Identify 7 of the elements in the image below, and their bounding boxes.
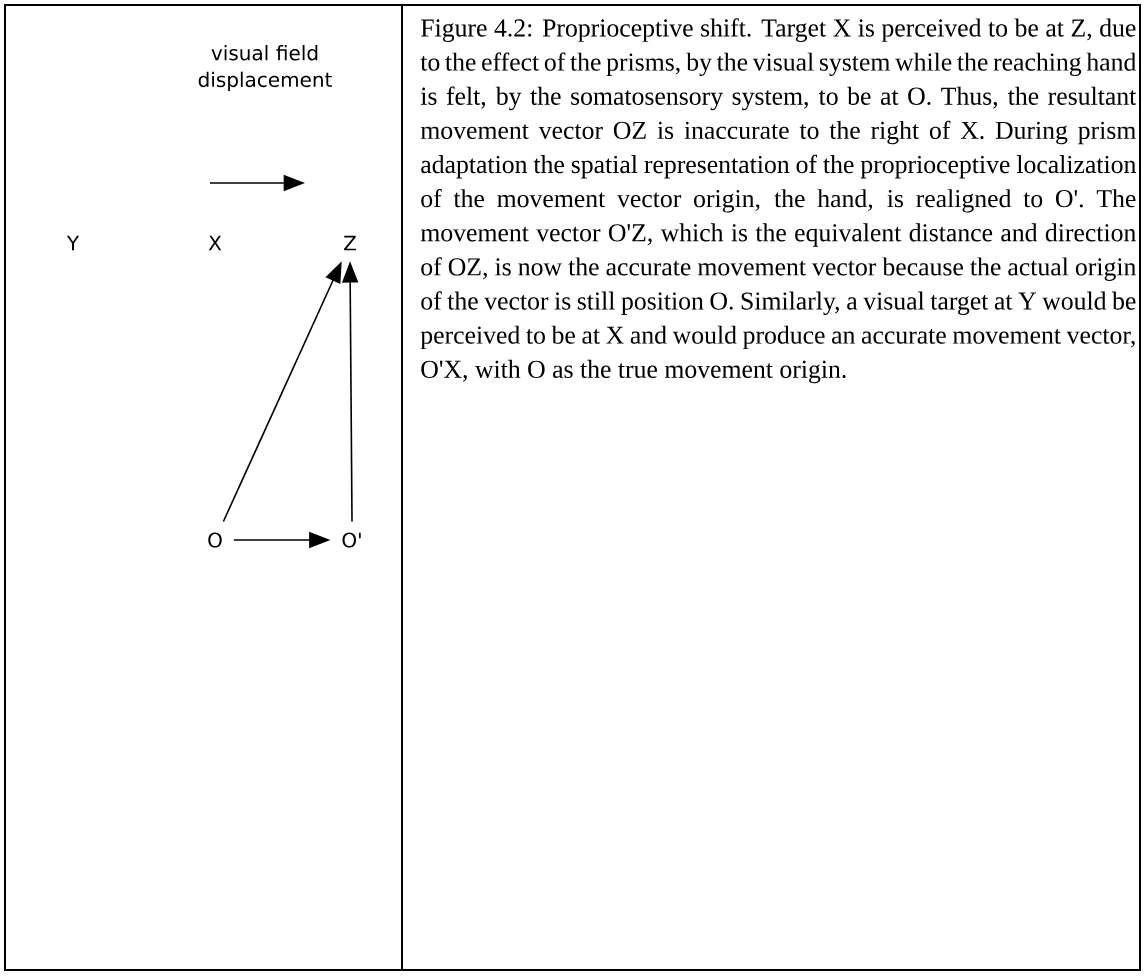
point-label: X — [208, 235, 222, 251]
point-label: O' — [342, 532, 361, 548]
point-label: Y — [66, 235, 80, 251]
caption: Figure 4.2: Proprioceptive shift. Target X is perceived to be at Z, due to the effect of the prisms, by the visual system while the reaching hand is felt, by the somatosensory system, to be at O. Thus, the resultant movement vector OZ is inaccurate to the right of X. During prism adaptation the spatial representation of the proprioceptive localization of the movement vector origin, the hand, is realigned to O'. The movement vector O'Z, which is the equivalent distance and direction of OZ, is now the accurate movement vector because the actual origin of the vector is still position O. Similarly, a visual target at Y would be perceived to be at X and would produce an accurate movement vector, O'X, with O as the true movement origin. — [420, 18, 1137, 384]
point-label: O — [208, 532, 222, 548]
point-label: Z — [344, 235, 356, 251]
label-text: visual field displacement — [198, 45, 332, 91]
